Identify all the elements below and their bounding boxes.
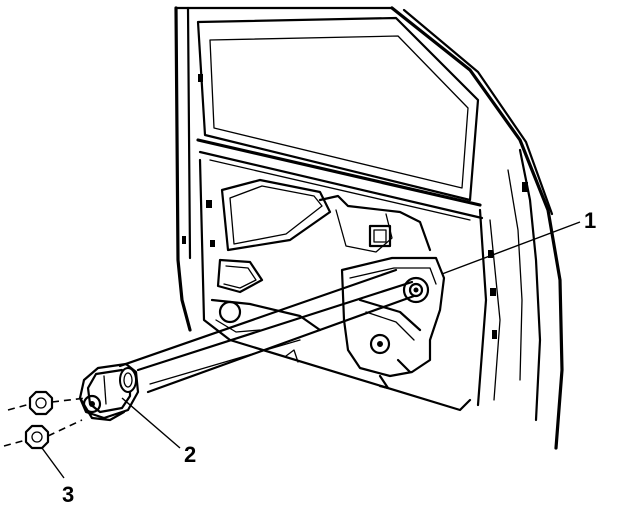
- callout-1: 1: [584, 208, 596, 233]
- leader-3: [41, 447, 65, 479]
- leader-1: [441, 221, 581, 275]
- explode-guides: [118, 268, 416, 394]
- inner-panel: [210, 178, 432, 333]
- leader-lines: [41, 221, 581, 479]
- regulator-motor-module: [78, 362, 140, 422]
- window-regulator-motor: [340, 256, 446, 390]
- leader-2: [121, 397, 181, 449]
- retaining-nut: [3, 390, 87, 450]
- callout-3: 3: [62, 482, 74, 507]
- callout-2: 2: [184, 442, 196, 467]
- door-frame: [174, 6, 564, 450]
